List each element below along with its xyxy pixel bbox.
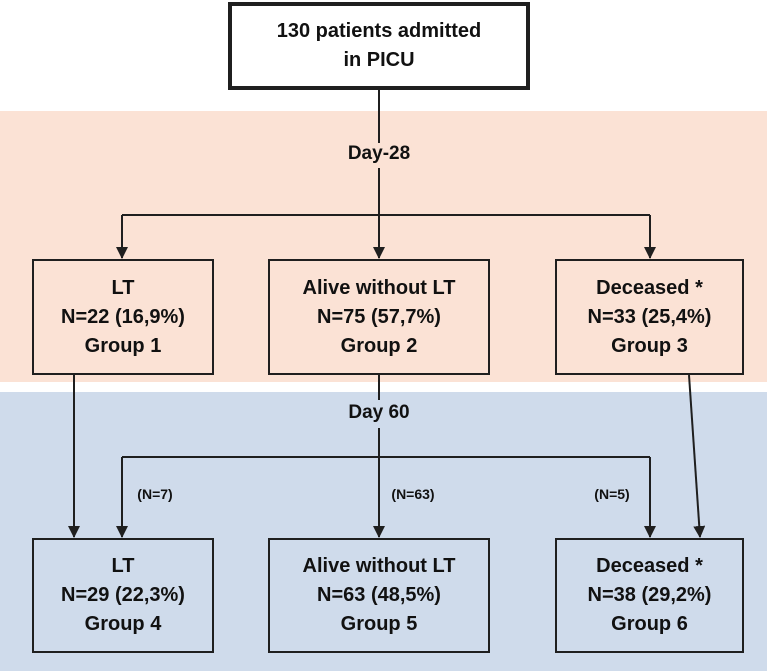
admitted-line2: in PICU [343,49,415,71]
group4-line2: N=29 (22,3%) [61,584,185,606]
group5-line2: N=63 (48,5%) [317,584,441,606]
admitted-box: 130 patients admitted in PICU [228,2,530,90]
group3-line1: Deceased * [596,276,703,299]
group6-line3: Group 6 [611,613,688,635]
group5-box: Alive without LT N=63 (48,5%) Group 5 [268,538,490,653]
group2-box: Alive without LT N=75 (57,7%) Group 2 [268,259,490,375]
group6-line1: Deceased * [596,555,703,577]
group4-line1: LT [111,555,135,577]
group4-line3: Group 4 [84,613,162,635]
group5-line1: Alive without LT [302,555,456,577]
group2-line1: Alive without LT [302,276,456,299]
group2-line3: Group 2 [340,334,418,357]
group6-line2: N=38 (29,2%) [587,584,712,606]
group6-box: Deceased * N=38 (29,2%) Group 6 [555,538,744,653]
day28-label: Day-28 [345,143,413,165]
group3-line3: Group 3 [611,334,688,357]
group3-line2: N=33 (25,4%) [587,305,712,328]
day60-label: Day 60 [346,402,412,424]
transition-label-group5: (N=63) [391,486,435,502]
transition-label-group6: (N=5) [594,486,630,502]
group3-box: Deceased * N=33 (25,4%) Group 3 [555,259,744,375]
transition-label-group4: (N=7) [137,486,173,502]
admitted-line1: 130 patients admitted [276,20,482,42]
group1-line1: LT [111,276,135,299]
group1-line2: N=22 (16,9%) [61,305,185,328]
group1-box: LT N=22 (16,9%) Group 1 [32,259,214,375]
arrow-group3-to-group6 [688,374,706,538]
group4-box: LT N=29 (22,3%) Group 4 [32,538,214,653]
group1-line3: Group 1 [84,334,162,357]
group2-line2: N=75 (57,7%) [317,305,441,328]
group5-line3: Group 5 [340,613,418,635]
